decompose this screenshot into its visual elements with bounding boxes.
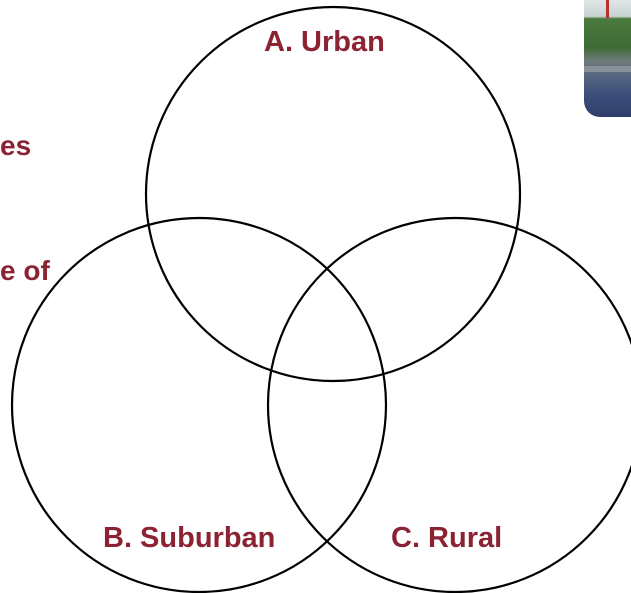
post-marker (606, 0, 609, 18)
street-photo (584, 0, 631, 117)
label-urban: A. Urban (264, 26, 385, 58)
circle-rural (266, 216, 631, 593)
label-rural: C. Rural (391, 522, 503, 554)
label-suburban: B. Suburban (103, 522, 276, 554)
curb-line (584, 66, 631, 72)
side-text-fragment: e of (0, 255, 50, 286)
circle-urban (144, 5, 522, 383)
circle-suburban (10, 216, 388, 593)
side-text-fragment: es (0, 130, 32, 161)
